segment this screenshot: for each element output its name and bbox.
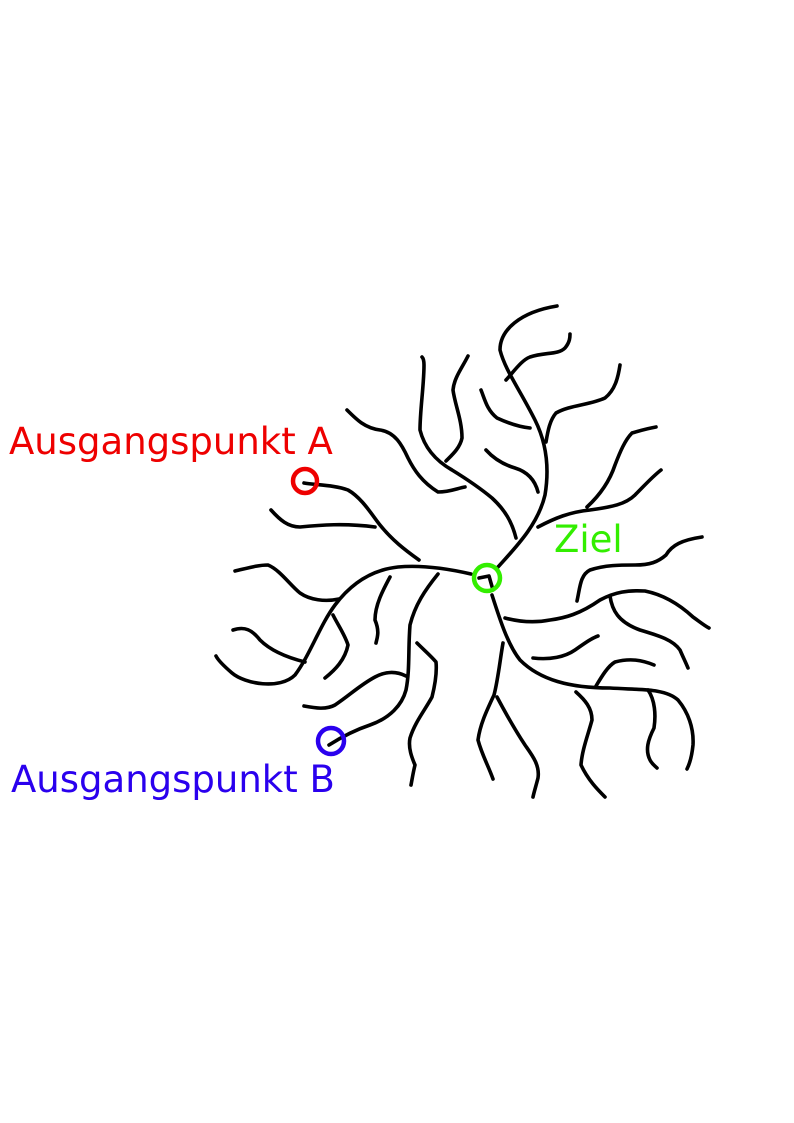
branch-nw-2 xyxy=(269,508,377,529)
branch-n-2 xyxy=(479,388,532,430)
branch-southeast-trunk xyxy=(490,593,695,771)
branch-north-trunk xyxy=(496,304,559,569)
branch-n-5 xyxy=(444,354,470,463)
branch-w-4 xyxy=(373,575,392,645)
branch-b-path xyxy=(327,572,440,747)
goal-marker[interactable] xyxy=(471,562,503,594)
branch-se-1 xyxy=(594,658,656,688)
branch-se-2 xyxy=(645,688,659,770)
branch-ne-1 xyxy=(536,468,663,529)
branch-s-1 xyxy=(476,641,505,781)
start-a-label: Ausgangspunkt A xyxy=(9,420,333,463)
goal-label: Ziel xyxy=(554,518,623,561)
start-a-marker[interactable] xyxy=(290,466,320,496)
branch-s-2 xyxy=(495,695,541,799)
branch-n-3 xyxy=(484,448,540,494)
branch-e-3 xyxy=(575,535,704,603)
start-b-label: Ausgangspunkt B xyxy=(11,758,335,801)
branch-e-1 xyxy=(503,588,711,630)
branch-a-path xyxy=(302,481,421,562)
branch-sw-1 xyxy=(302,670,408,710)
branch-w-1 xyxy=(233,563,341,603)
branch-sw-2 xyxy=(407,641,439,787)
branch-west-trunk xyxy=(214,564,473,686)
branch-se-3 xyxy=(531,634,600,661)
branch-s-3 xyxy=(574,690,607,799)
branch-n-1 xyxy=(504,332,572,382)
start-b-marker[interactable] xyxy=(315,725,347,757)
markers xyxy=(290,466,503,757)
branch-e-2 xyxy=(608,594,690,670)
branch-ne-3 xyxy=(544,363,622,444)
branch-ne-2 xyxy=(585,425,658,509)
branch-w-2 xyxy=(231,626,307,664)
center-stub xyxy=(477,574,495,592)
branch-w-3 xyxy=(323,613,350,680)
branch-nw-1 xyxy=(345,408,467,494)
branch-n-4 xyxy=(418,355,518,540)
branch-network xyxy=(214,304,711,799)
